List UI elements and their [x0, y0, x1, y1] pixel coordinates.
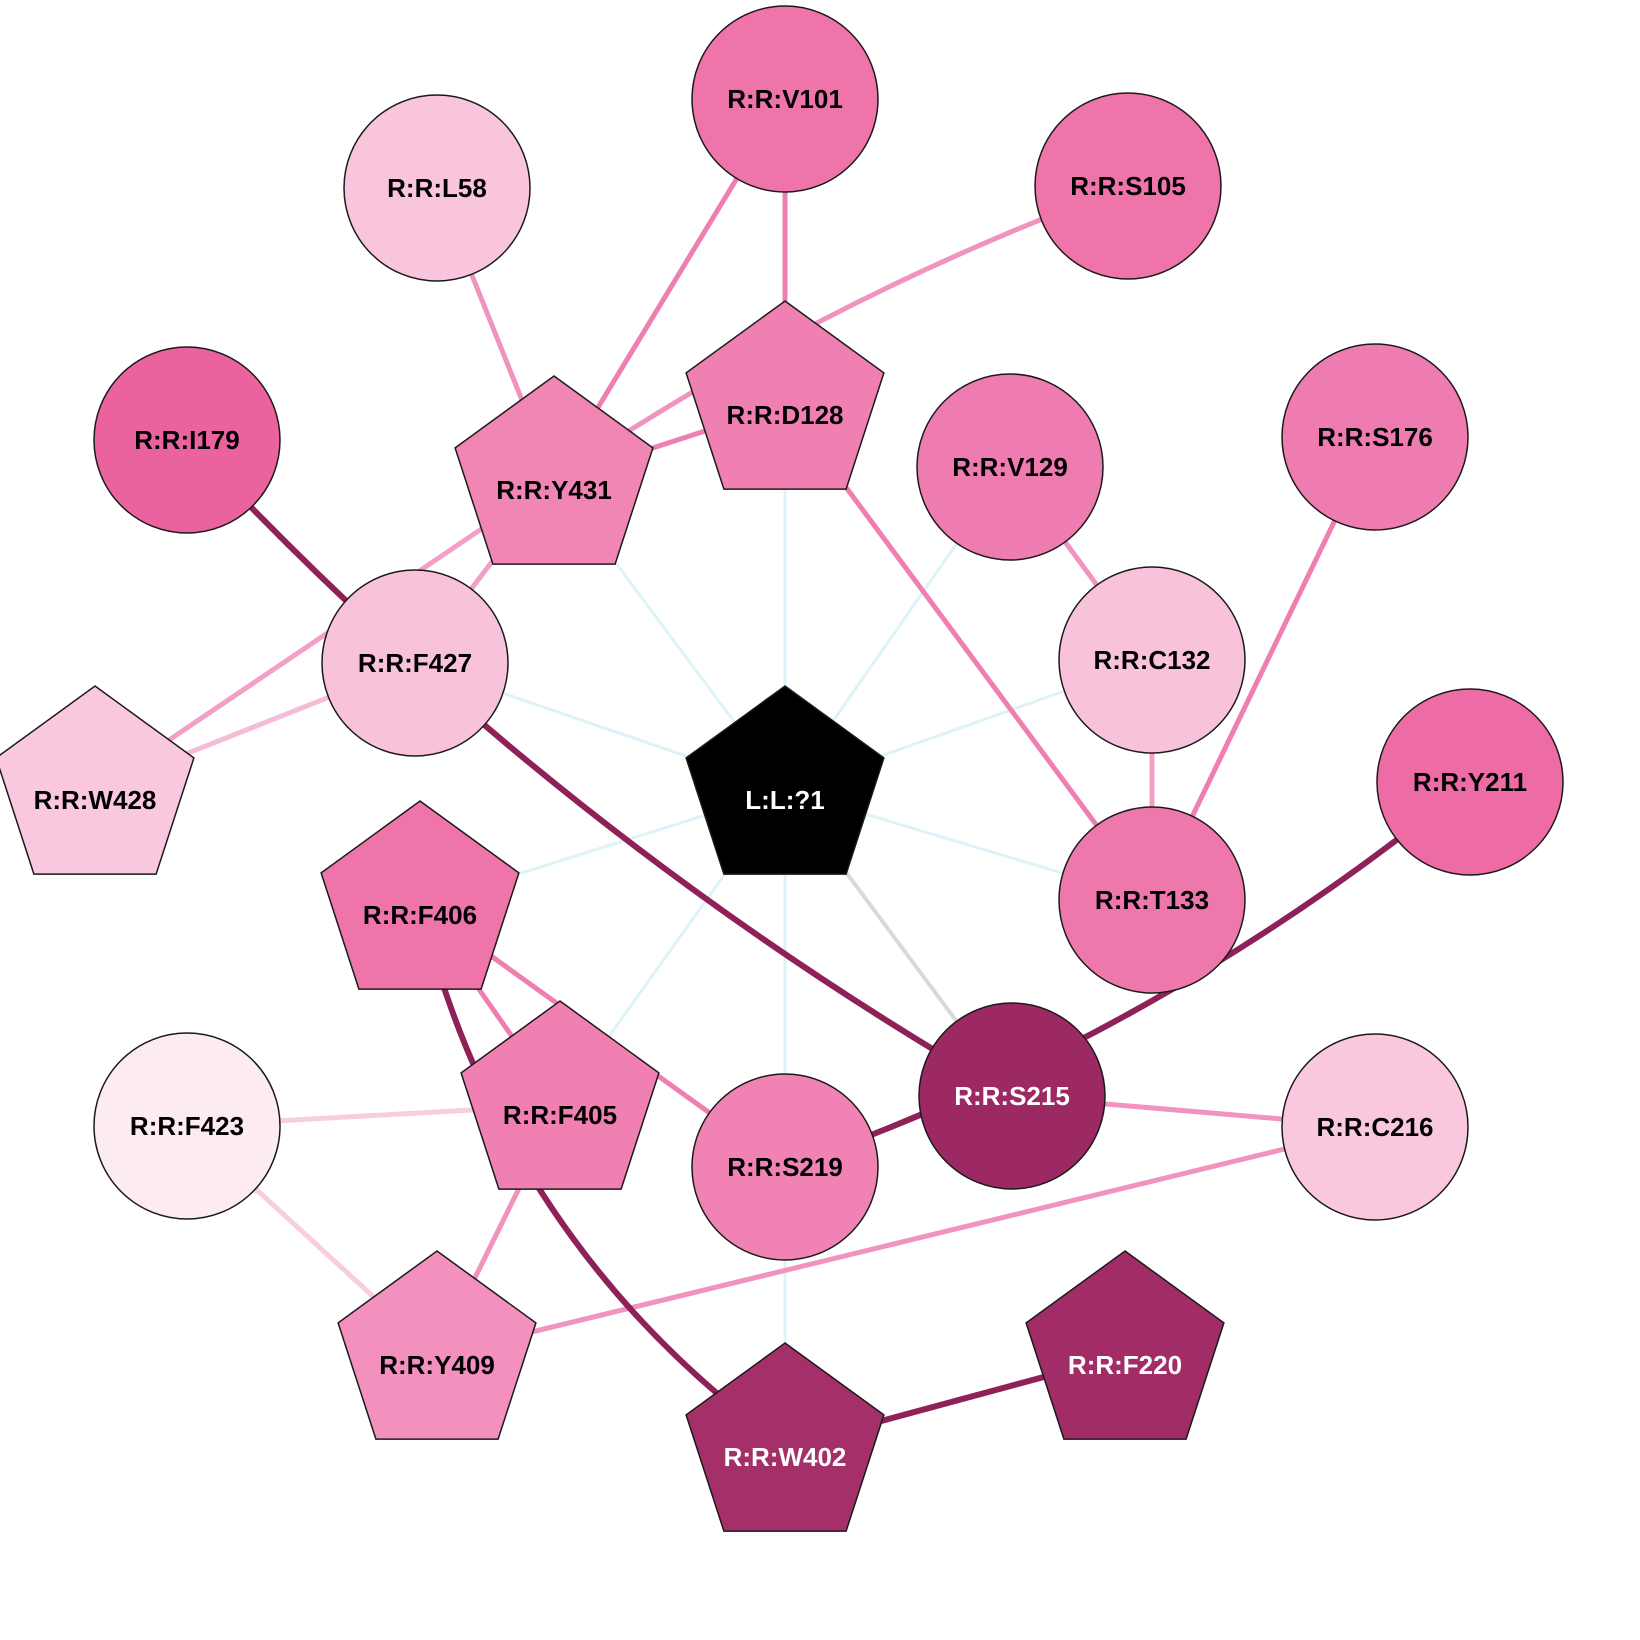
node-S105[interactable]: R:R:S105	[1034, 92, 1222, 280]
edge-Y211-S219	[782, 779, 1473, 1170]
node-shape-V129-circle[interactable]	[916, 373, 1104, 561]
node-S215[interactable]: R:R:S215	[918, 1002, 1106, 1190]
node-shape-S176-circle[interactable]	[1281, 343, 1469, 531]
node-shape-W402-pentagon[interactable]	[685, 1342, 885, 1532]
node-shape-D128-pentagon[interactable]	[685, 300, 885, 490]
node-F220[interactable]: R:R:F220	[1025, 1250, 1225, 1440]
node-shape-L58-circle[interactable]	[343, 94, 531, 282]
node-shape-F427-circle[interactable]	[321, 569, 509, 757]
node-shape-C132-circle[interactable]	[1058, 566, 1246, 754]
node-shape-Y211-circle[interactable]	[1376, 688, 1564, 876]
node-Y431[interactable]: R:R:Y431	[454, 375, 654, 565]
node-F427[interactable]: R:R:F427	[321, 569, 509, 757]
node-shape-Y431-pentagon[interactable]	[454, 375, 654, 565]
node-shape-F406-pentagon[interactable]	[320, 800, 520, 990]
edge-F406-W402	[417, 902, 788, 1450]
node-V101[interactable]: R:R:V101	[691, 5, 879, 193]
node-F406[interactable]: R:R:F406	[320, 800, 520, 990]
node-shape-W428-pentagon[interactable]	[0, 685, 195, 875]
node-shape-V101-circle[interactable]	[691, 5, 879, 193]
node-shape-S105-circle[interactable]	[1034, 92, 1222, 280]
edge-Y409-C216	[434, 1124, 1378, 1358]
node-S176[interactable]: R:R:S176	[1281, 343, 1469, 531]
node-T133[interactable]: R:R:T133	[1058, 806, 1246, 994]
node-C216[interactable]: R:R:C216	[1281, 1033, 1469, 1221]
node-Y409[interactable]: R:R:Y409	[337, 1250, 537, 1440]
node-shape-F405-pentagon[interactable]	[460, 1000, 660, 1190]
node-L1[interactable]: L:L:?1	[685, 685, 885, 875]
edge-I179-S215	[184, 437, 1015, 1099]
node-shape-C216-circle[interactable]	[1281, 1033, 1469, 1221]
node-shape-F423-circle[interactable]	[93, 1032, 281, 1220]
node-shape-Y409-pentagon[interactable]	[337, 1250, 537, 1440]
node-Y211[interactable]: R:R:Y211	[1376, 688, 1564, 876]
node-D128[interactable]: R:R:D128	[685, 300, 885, 490]
node-I179[interactable]: R:R:I179	[93, 346, 281, 534]
node-shape-L1-pentagon[interactable]	[685, 685, 885, 875]
node-shape-S215-circle[interactable]	[918, 1002, 1106, 1190]
node-C132[interactable]: R:R:C132	[1058, 566, 1246, 754]
node-shape-T133-circle[interactable]	[1058, 806, 1246, 994]
node-shape-S219-circle[interactable]	[691, 1073, 879, 1261]
node-V129[interactable]: R:R:V129	[916, 373, 1104, 561]
node-shape-F220-pentagon[interactable]	[1025, 1250, 1225, 1440]
node-W428[interactable]: R:R:W428	[0, 685, 195, 875]
node-F423[interactable]: R:R:F423	[93, 1032, 281, 1220]
edge-Y431-W428	[92, 477, 557, 793]
node-W402[interactable]: R:R:W402	[685, 1342, 885, 1532]
node-F405[interactable]: R:R:F405	[460, 1000, 660, 1190]
node-shape-I179-circle[interactable]	[93, 346, 281, 534]
node-S219[interactable]: R:R:S219	[691, 1073, 879, 1261]
node-L58[interactable]: R:R:L58	[343, 94, 531, 282]
